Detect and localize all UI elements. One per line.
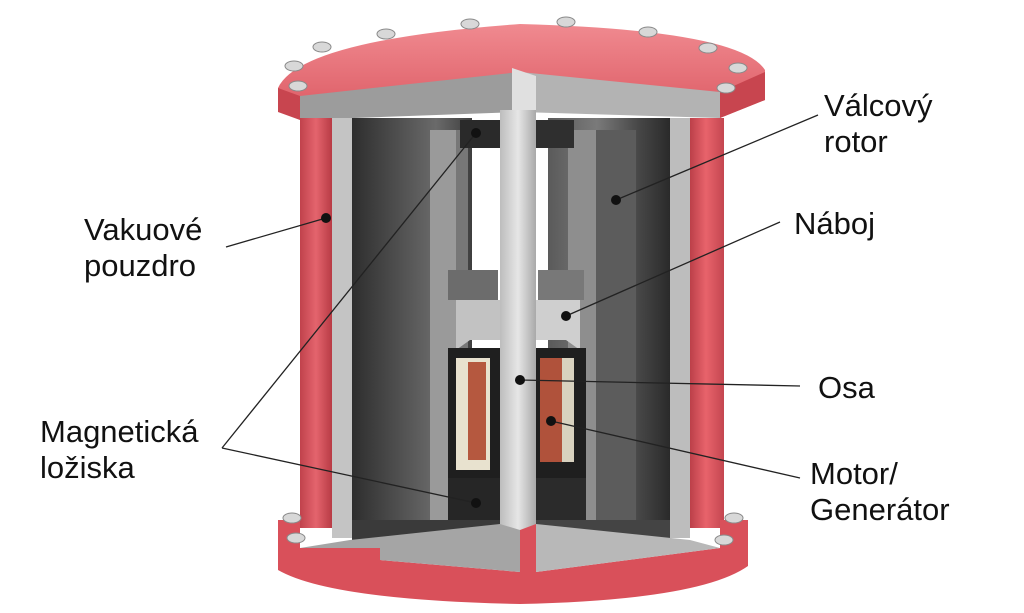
label-motor-generator-line1: Motor/ (810, 456, 898, 491)
leader-hub (565, 221, 781, 317)
label-vacuum-housing-line1: Vakuové (84, 212, 203, 247)
motor-generator-section (448, 348, 586, 478)
label-magnetic-bearings-line2: ložiska (40, 450, 135, 485)
label-hub: Náboj (794, 206, 875, 242)
leader-lines (221, 114, 819, 504)
leader-shaft (519, 379, 801, 387)
dot-bearing-bottom (471, 498, 481, 508)
leader-vacuum-housing (225, 217, 327, 248)
leader-bearing-top (221, 132, 477, 449)
bottom-flange-bolts (282, 512, 744, 546)
dot-bearing-top (471, 128, 481, 138)
dot-cylindrical-rotor (611, 195, 621, 205)
label-cylindrical-rotor-line2: rotor (824, 124, 888, 159)
label-cylindrical-rotor: Válcový rotor (824, 88, 933, 160)
label-vacuum-housing-line2: pouzdro (84, 248, 197, 283)
dot-hub (561, 311, 571, 321)
label-vacuum-housing: Vakuové pouzdro (84, 212, 202, 284)
dot-motor-generator (546, 416, 556, 426)
leader-motor-generator (550, 420, 801, 479)
right-housing-wall (688, 118, 724, 528)
left-housing-wall (300, 118, 332, 528)
label-shaft: Osa (818, 370, 875, 406)
label-motor-generator-line2: Generátor (810, 492, 950, 527)
label-cylindrical-rotor-line1: Válcový (824, 88, 933, 123)
label-magnetic-bearings: Magnetická ložiska (40, 414, 199, 486)
label-hub-line1: Náboj (794, 206, 875, 241)
bottom-flange (278, 520, 748, 604)
dot-shaft (515, 375, 525, 385)
central-shaft (500, 110, 536, 530)
dot-vacuum-housing (321, 213, 331, 223)
pointer-dots (321, 128, 621, 508)
label-shaft-line1: Osa (818, 370, 875, 405)
top-flange-bolts (284, 16, 748, 94)
label-motor-generator: Motor/ Generátor (810, 456, 950, 528)
leader-cylindrical-rotor (615, 114, 819, 201)
top-flange (278, 24, 765, 120)
leader-bearing-bottom (221, 447, 477, 504)
label-magnetic-bearings-line1: Magnetická (40, 414, 199, 449)
